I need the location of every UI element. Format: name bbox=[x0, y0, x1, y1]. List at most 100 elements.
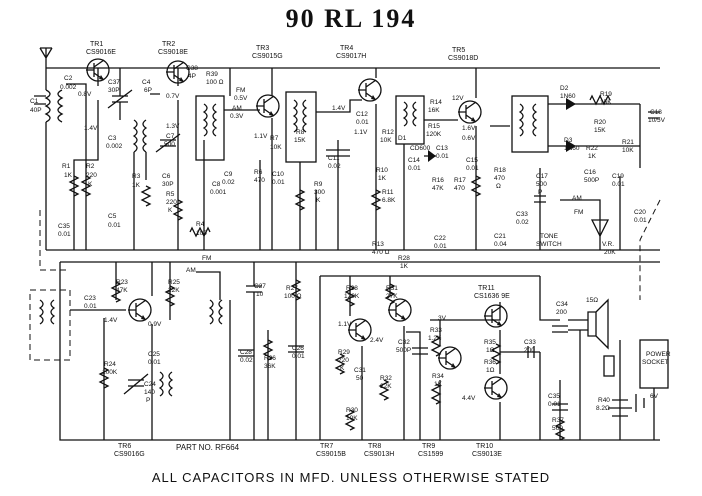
component-label: C26 bbox=[292, 345, 304, 352]
component-label: 3V bbox=[438, 315, 447, 322]
component-label: 1K bbox=[132, 182, 141, 189]
component-label: 10 bbox=[256, 291, 264, 298]
component-label: 1K bbox=[434, 381, 443, 388]
transistor-ref: TR10 bbox=[476, 443, 493, 450]
component-label: C25 bbox=[148, 351, 160, 358]
component-label: R15 bbox=[428, 123, 440, 130]
component-label: 4.4V bbox=[462, 395, 476, 402]
component-label: 22K bbox=[380, 383, 392, 390]
component-label: 500 bbox=[164, 141, 175, 148]
component-label: C16 bbox=[584, 169, 596, 176]
component-label: 1K bbox=[588, 153, 597, 160]
component-label: 470 bbox=[254, 177, 265, 184]
component-label: FM bbox=[236, 87, 245, 94]
component-label: R30 bbox=[346, 407, 358, 414]
component-label: R17 bbox=[454, 177, 466, 184]
transistor-ref: TR2 bbox=[162, 41, 175, 48]
component-label: C37 bbox=[108, 79, 120, 86]
component-label: R2 bbox=[86, 163, 95, 170]
component-label: 1K bbox=[400, 263, 409, 270]
component-label: 0.7V bbox=[166, 93, 180, 100]
component-label: 47K bbox=[432, 185, 444, 192]
component-label: AM bbox=[186, 267, 196, 274]
component-label: 120K bbox=[344, 293, 360, 300]
transistor-type: CS1599 bbox=[418, 451, 443, 458]
component-label: C5 bbox=[108, 213, 117, 220]
component-label: R6 bbox=[254, 169, 263, 176]
component-label: R28 bbox=[346, 285, 358, 292]
schematic-footer-note: ALL CAPACITORS IN MFD. UNLESS OTHERWISE … bbox=[151, 470, 551, 485]
transistor-type: CS9018E bbox=[158, 49, 188, 56]
transistor-ref: TR11 bbox=[478, 285, 495, 292]
component-label: C17 bbox=[536, 173, 548, 180]
component-label: 0.01 bbox=[634, 217, 647, 224]
component-label: C20 bbox=[634, 209, 646, 216]
component-label: R19 bbox=[600, 91, 612, 98]
component-label: R7 bbox=[270, 135, 279, 142]
component-label: R28 bbox=[398, 255, 410, 262]
component-label: Ω bbox=[496, 183, 501, 190]
component-label: R10 bbox=[376, 167, 388, 174]
component-label: C34 bbox=[556, 301, 568, 308]
component-label: 0.5V bbox=[234, 95, 248, 102]
component-label: R36 bbox=[484, 359, 496, 366]
component-label: 10K bbox=[622, 147, 634, 154]
component-label: 0.01 bbox=[612, 181, 625, 188]
component-label: 36K bbox=[264, 363, 276, 370]
component-label: 500P bbox=[584, 177, 599, 184]
component-label: FM bbox=[574, 209, 583, 216]
component-label: R26 bbox=[264, 355, 276, 362]
component-label: 10K bbox=[380, 137, 392, 144]
component-label: 200 bbox=[524, 347, 535, 354]
component-label: 1.3V bbox=[166, 123, 180, 130]
component-label: 0.8V bbox=[78, 91, 92, 98]
component-label: 0.002 bbox=[60, 84, 77, 91]
component-label: 0.3V bbox=[230, 113, 244, 120]
component-label: 100 Ω bbox=[206, 79, 224, 86]
component-label: 220 bbox=[86, 172, 97, 179]
component-label: C31 bbox=[354, 367, 366, 374]
component-label: R8 bbox=[296, 129, 305, 136]
component-label: 1.1V bbox=[254, 133, 268, 140]
component-label: 20K bbox=[604, 249, 616, 256]
transistor-type: CS9016G bbox=[114, 451, 145, 458]
component-label: 470 Ω bbox=[372, 249, 390, 256]
component-label: 220 bbox=[166, 199, 177, 206]
component-label: 100 Ω bbox=[284, 293, 302, 300]
component-label: 0.01 bbox=[58, 231, 71, 238]
part-number: PART NO. RF664 bbox=[176, 443, 240, 452]
component-label: C7 bbox=[166, 133, 175, 140]
component-label: 100K bbox=[102, 369, 118, 376]
component-label: 300 bbox=[314, 189, 325, 196]
component-label: 40P bbox=[30, 107, 42, 114]
component-label: R27 bbox=[286, 285, 298, 292]
component-label: 4P bbox=[188, 73, 196, 80]
component-label: D3 bbox=[564, 137, 573, 144]
component-label: 1Ω bbox=[486, 347, 495, 354]
component-label: C33 bbox=[516, 211, 528, 218]
component-label: 1.4V bbox=[84, 125, 98, 132]
schematic-title: 90 RL 194 bbox=[285, 4, 417, 33]
component-label: R32 bbox=[380, 375, 392, 382]
transistor-ref: TR4 bbox=[340, 45, 353, 52]
component-label: 1.1V bbox=[338, 321, 352, 328]
component-label: C28 bbox=[240, 349, 252, 356]
component-label: 560 bbox=[552, 425, 563, 432]
component-label: 500P bbox=[396, 347, 411, 354]
component-label: FM bbox=[202, 255, 211, 262]
component-label: 6P bbox=[144, 87, 152, 94]
component-label: C24 bbox=[144, 381, 156, 388]
component-label: 0.01 bbox=[272, 179, 285, 186]
component-label: 15K bbox=[600, 99, 612, 106]
component-label: 1.4V bbox=[104, 317, 118, 324]
component-label: C33 bbox=[524, 339, 536, 346]
transistor-ref: TR8 bbox=[368, 443, 381, 450]
